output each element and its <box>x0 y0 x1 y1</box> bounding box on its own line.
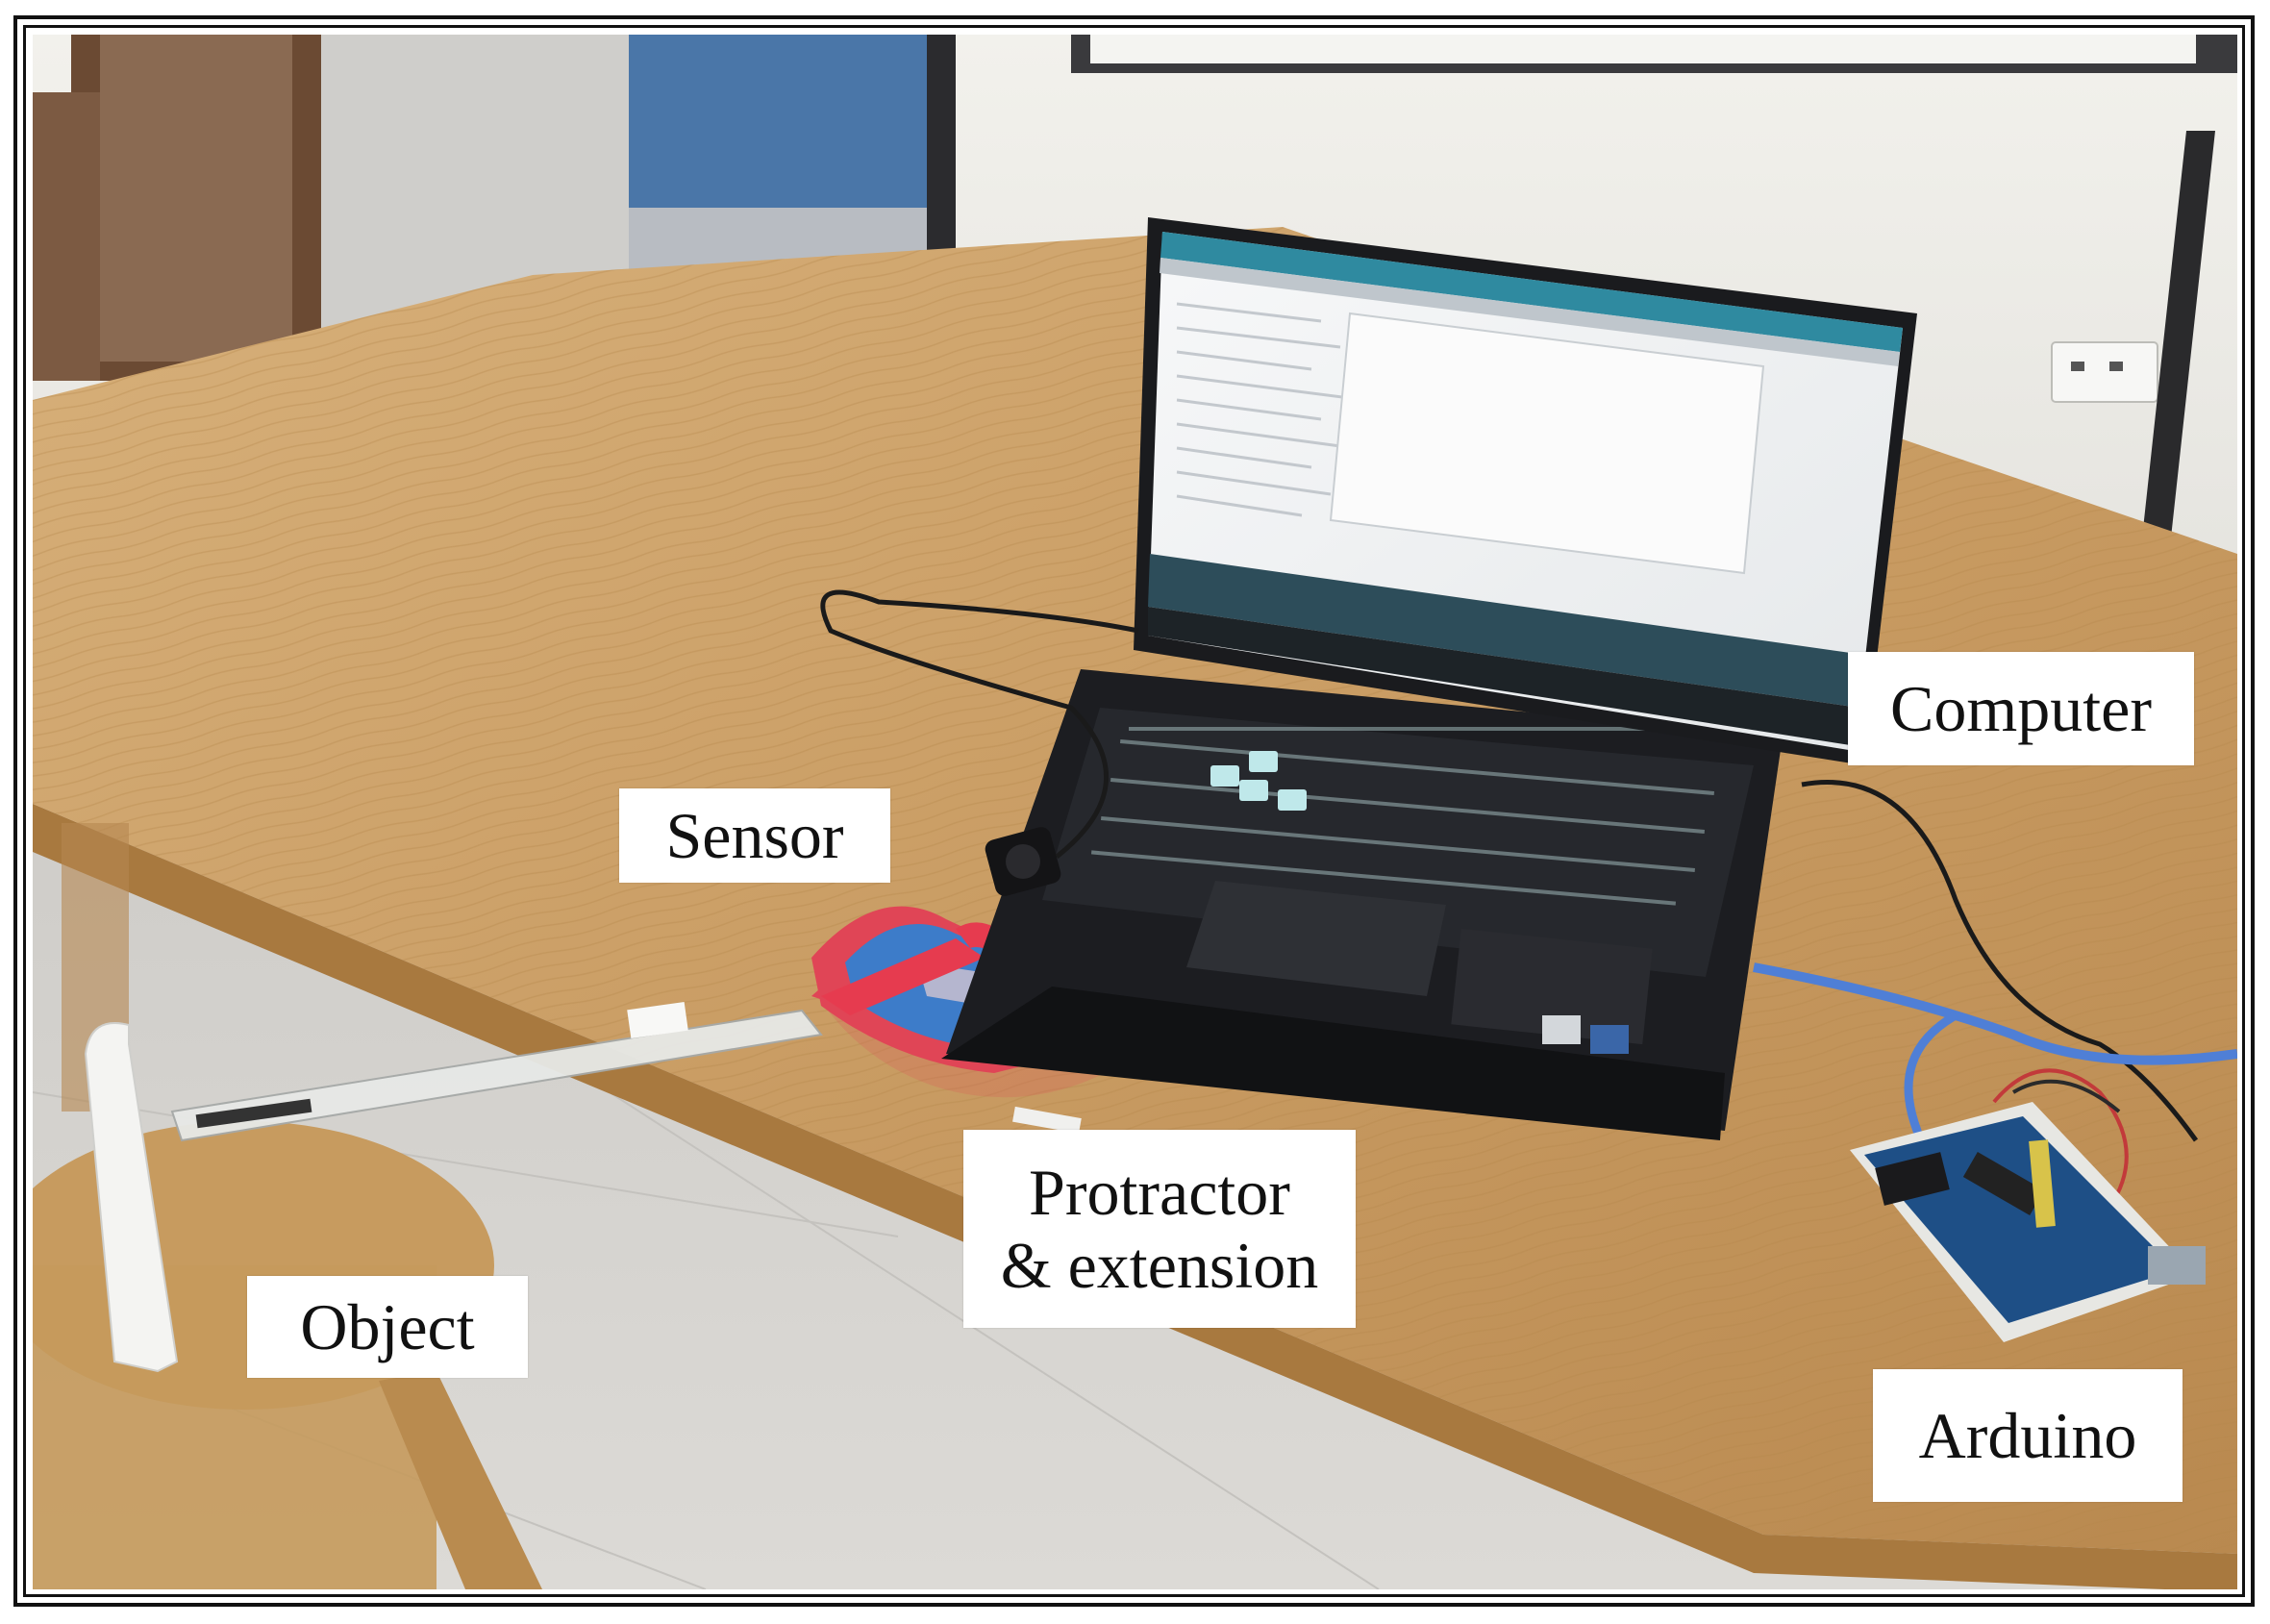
blue-door <box>629 35 936 208</box>
label-computer: Computer <box>1848 652 2194 765</box>
label-sensor: Sensor <box>619 788 890 883</box>
ruler-extension <box>170 1009 823 1142</box>
label-object: Object <box>247 1276 528 1378</box>
outer-frame <box>13 15 2255 1607</box>
inner-frame <box>23 25 2245 1597</box>
label-protractor-line2: & extension <box>1000 1229 1319 1302</box>
experiment-photo <box>33 35 2237 1589</box>
sensor-device <box>985 827 1061 896</box>
label-protractor-extension: Protractor & extension <box>963 1130 1356 1328</box>
arduino-board <box>1850 1102 2206 1342</box>
label-arduino: Arduino <box>1873 1369 2183 1502</box>
object-stand <box>84 1022 179 1373</box>
wall-socket <box>2051 341 2158 403</box>
sensor-cable <box>820 589 1139 859</box>
usb-cable <box>1753 962 2237 1065</box>
label-protractor-line1: Protractor <box>1029 1155 1290 1229</box>
